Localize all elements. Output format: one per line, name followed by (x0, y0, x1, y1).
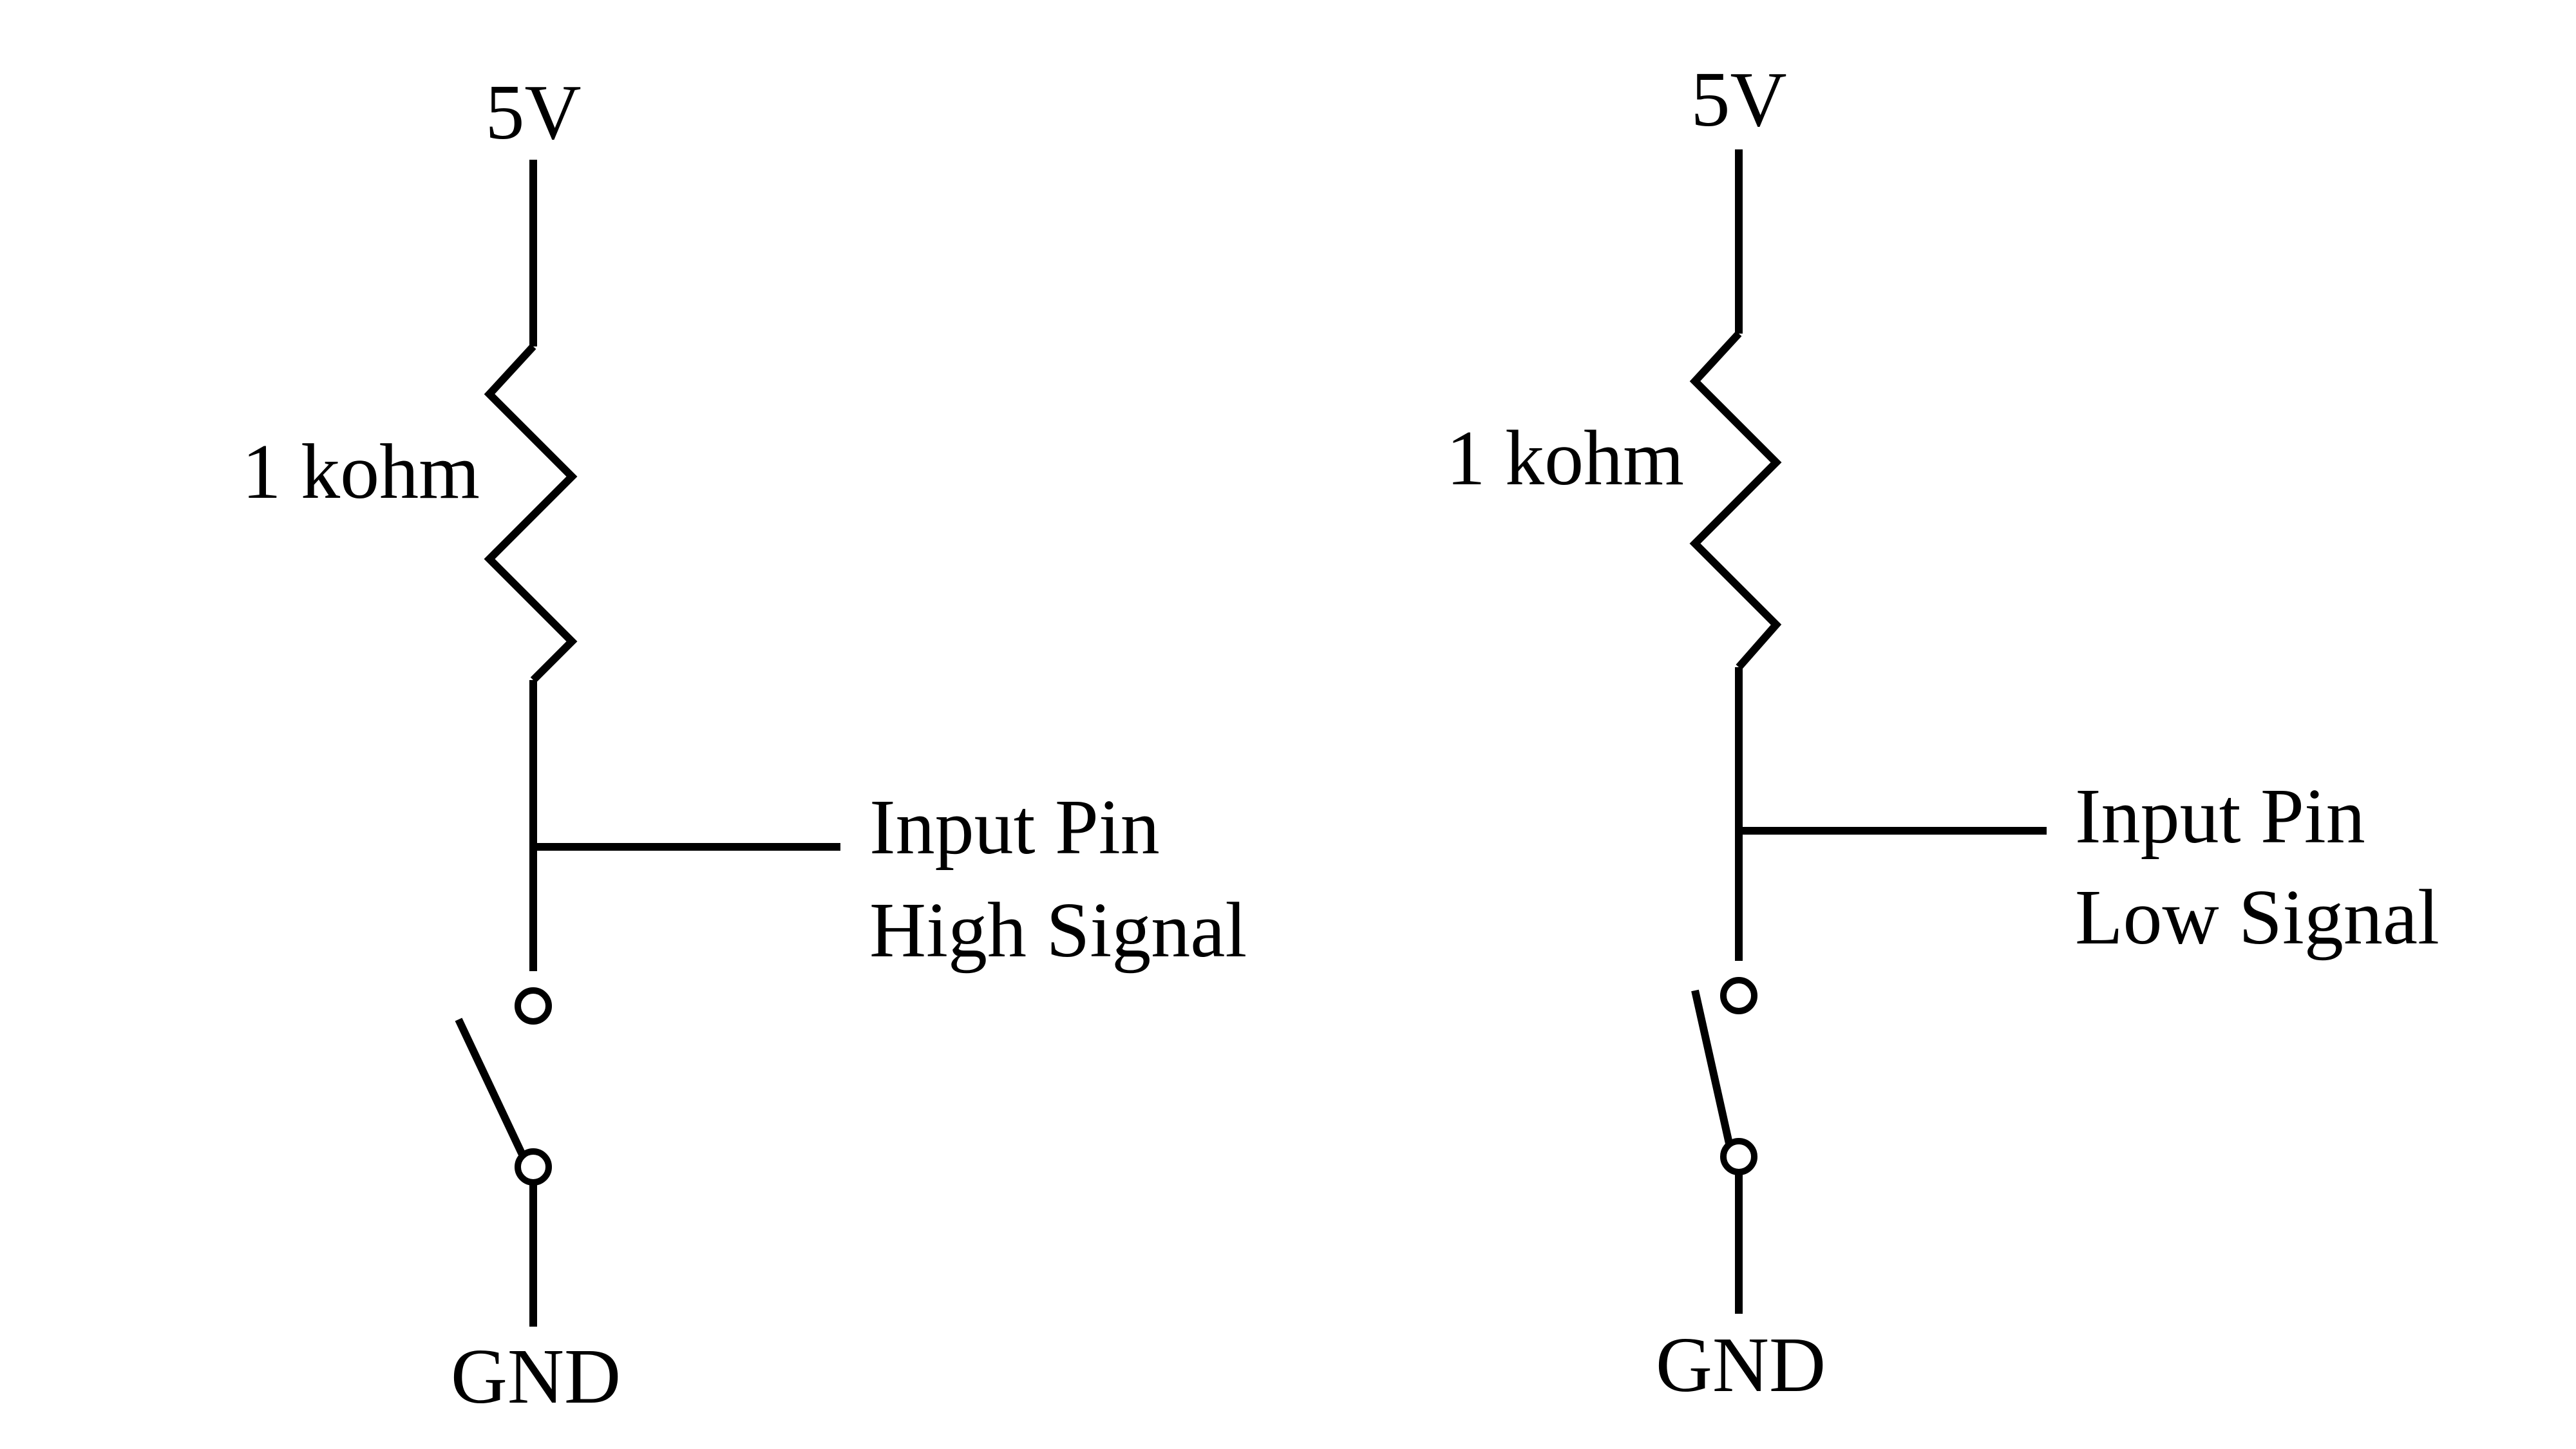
ground-label: GND (1656, 1321, 1826, 1408)
ground-label: GND (451, 1333, 621, 1420)
switch-terminal-top (1720, 977, 1757, 1014)
switch-terminal-bottom (1720, 1138, 1757, 1175)
resistor-symbol (1689, 330, 1782, 670)
signal-state-label: High Signal (869, 887, 1247, 974)
switch-terminal-top (515, 987, 552, 1025)
resistor-label: 1 kohm (242, 428, 480, 515)
circuit-high-signal: 5V 1 kohm Input Pin High Signal GND (242, 69, 1247, 1420)
supply-label: 5V (1690, 56, 1786, 143)
circuit-low-signal: 5V 1 kohm Input Pin Low Signal GND (1446, 56, 2439, 1408)
signal-state-label: Low Signal (2075, 874, 2439, 961)
switch-lever (1691, 989, 1734, 1148)
resistor-symbol (484, 343, 578, 683)
supply-label: 5V (485, 69, 581, 156)
switch-terminal-bottom (515, 1148, 552, 1186)
switch-lever (455, 1018, 527, 1158)
input-pin-label: Input Pin (2075, 773, 2365, 860)
input-pin-label: Input Pin (869, 784, 1160, 871)
resistor-label: 1 kohm (1446, 415, 1684, 502)
